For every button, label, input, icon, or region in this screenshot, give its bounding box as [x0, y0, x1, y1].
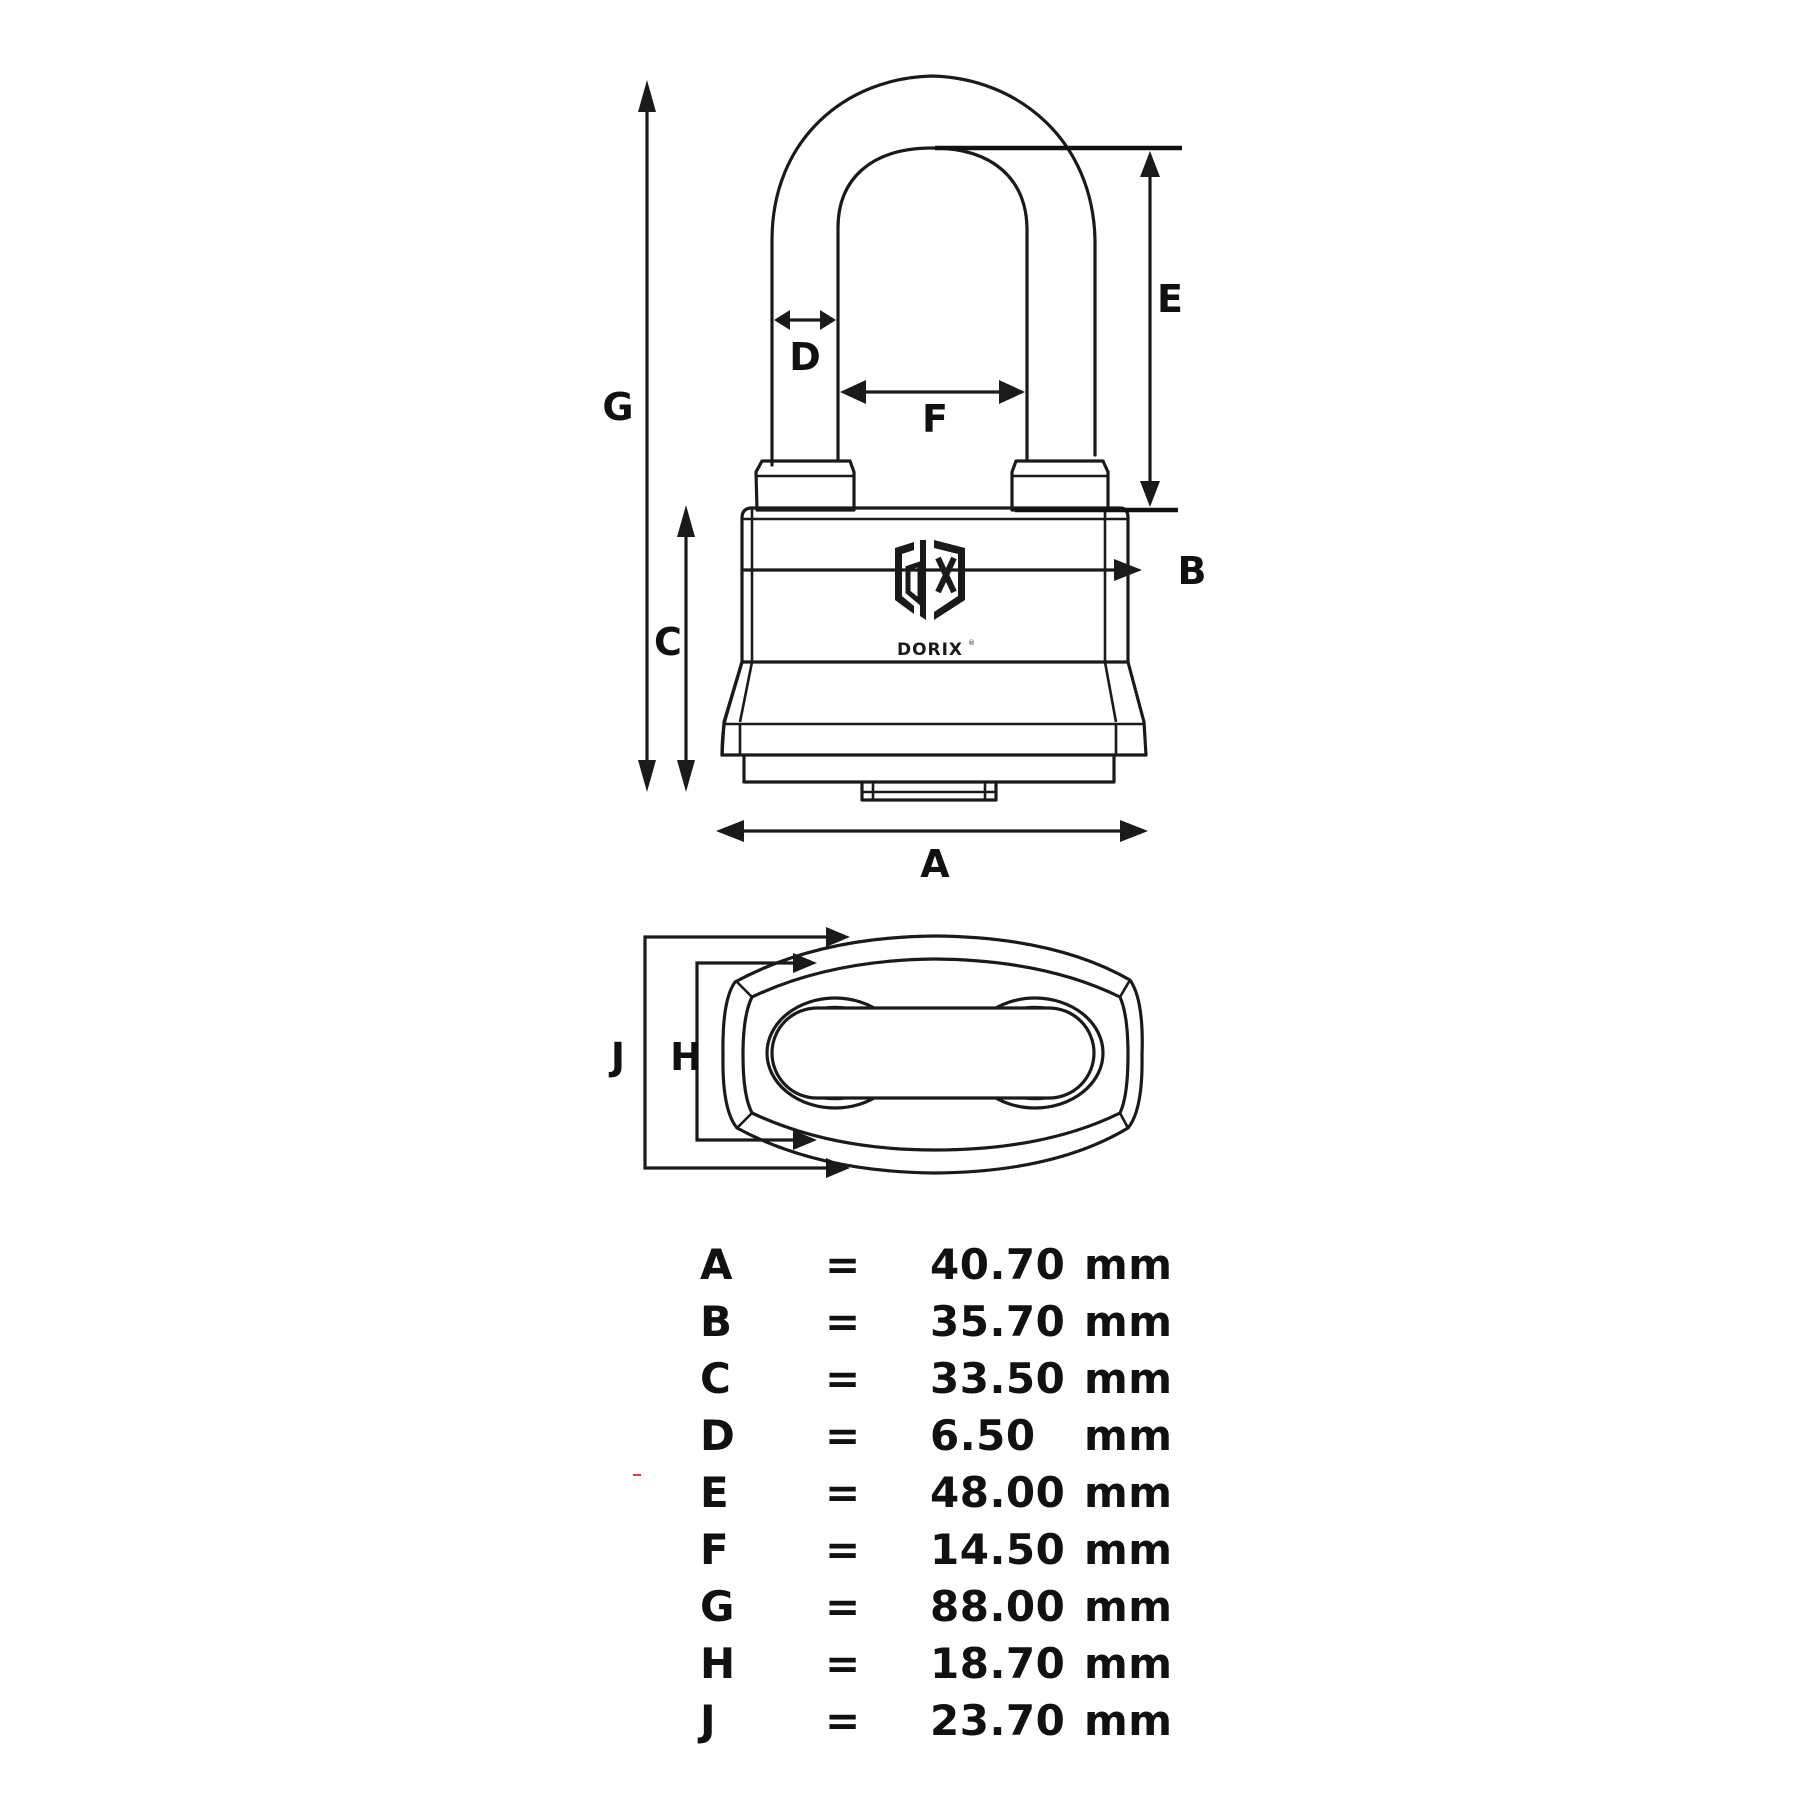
spec-value: 48.00 — [930, 1468, 1066, 1517]
label-j: J — [608, 1035, 625, 1079]
dimension-f: F — [840, 380, 1025, 441]
spec-row-g: G = 88.00 mm — [700, 1582, 1220, 1639]
spec-value: 35.70 — [930, 1297, 1066, 1346]
label-e: E — [1157, 277, 1183, 321]
label-f: F — [922, 397, 948, 441]
top-view: J H — [608, 927, 1144, 1178]
spec-unit: mm — [1084, 1639, 1173, 1688]
spec-row-c: C = 33.50 mm — [700, 1354, 1220, 1411]
spec-unit: mm — [1084, 1354, 1173, 1403]
spec-equals: = — [825, 1354, 861, 1403]
spec-equals: = — [825, 1696, 861, 1745]
spec-key: H — [700, 1639, 736, 1688]
dimension-j: J — [608, 927, 850, 1178]
spec-equals: = — [825, 1639, 861, 1688]
dimension-c: C — [654, 505, 695, 792]
spec-unit: mm — [1084, 1240, 1173, 1289]
spec-unit: mm — [1084, 1582, 1173, 1631]
label-d: D — [789, 335, 821, 379]
dimension-e: E — [935, 145, 1183, 513]
label-g: G — [602, 385, 633, 429]
spec-key: A — [700, 1240, 734, 1289]
brand-name: DORIX — [897, 640, 963, 660]
spec-value: 23.70 — [930, 1696, 1066, 1745]
spec-value: 88.00 — [930, 1582, 1066, 1631]
spec-equals: = — [825, 1411, 861, 1460]
spec-unit: mm — [1084, 1696, 1173, 1745]
spec-key: J — [700, 1696, 717, 1745]
stray-red-mark — [633, 1474, 641, 1476]
registered-mark: ® — [968, 639, 975, 647]
spec-key: D — [700, 1411, 736, 1460]
spec-row-e: E = 48.00 mm — [700, 1468, 1220, 1525]
specification-table: A = 40.70 mm B = 35.70 mm C = 33.50 mm D… — [700, 1240, 1220, 1753]
shackle — [754, 74, 1110, 512]
spec-equals: = — [825, 1582, 861, 1631]
label-c: C — [654, 620, 682, 664]
spec-unit: mm — [1084, 1468, 1173, 1517]
label-b: B — [1178, 549, 1207, 593]
spec-value: 14.50 — [930, 1525, 1066, 1574]
dimension-a: A — [716, 820, 1148, 886]
spec-value: 18.70 — [930, 1639, 1066, 1688]
dimension-d: D — [774, 310, 836, 379]
dimension-g: G — [602, 80, 656, 792]
spec-key: F — [700, 1525, 730, 1574]
spec-value: 40.70 — [930, 1240, 1066, 1289]
lock-body — [720, 506, 1148, 802]
label-a: A — [920, 842, 950, 886]
spec-row-d: D = 6.50 mm — [700, 1411, 1220, 1468]
spec-equals: = — [825, 1297, 861, 1346]
spec-key: G — [700, 1582, 735, 1631]
dimension-h: H — [670, 953, 817, 1150]
spec-unit: mm — [1084, 1297, 1173, 1346]
spec-key: B — [700, 1297, 733, 1346]
spec-row-j: J = 23.70 mm — [700, 1696, 1220, 1753]
dx-shield-logo-icon — [895, 540, 965, 620]
spec-value: 33.50 — [930, 1354, 1066, 1403]
front-view: DORIX ® G C E D — [602, 74, 1206, 886]
spec-unit: mm — [1084, 1411, 1173, 1460]
spec-row-a: A = 40.70 mm — [700, 1240, 1220, 1297]
dimension-b: B — [742, 549, 1206, 593]
spec-key: E — [700, 1468, 730, 1517]
spec-row-b: B = 35.70 mm — [700, 1297, 1220, 1354]
label-h: H — [670, 1035, 702, 1079]
spec-row-f: F = 14.50 mm — [700, 1525, 1220, 1582]
spec-key: C — [700, 1354, 732, 1403]
spec-equals: = — [825, 1240, 861, 1289]
spec-value: 6.50 — [930, 1411, 1036, 1460]
spec-unit: mm — [1084, 1525, 1173, 1574]
spec-row-h: H = 18.70 mm — [700, 1639, 1220, 1696]
spec-equals: = — [825, 1525, 861, 1574]
spec-equals: = — [825, 1468, 861, 1517]
